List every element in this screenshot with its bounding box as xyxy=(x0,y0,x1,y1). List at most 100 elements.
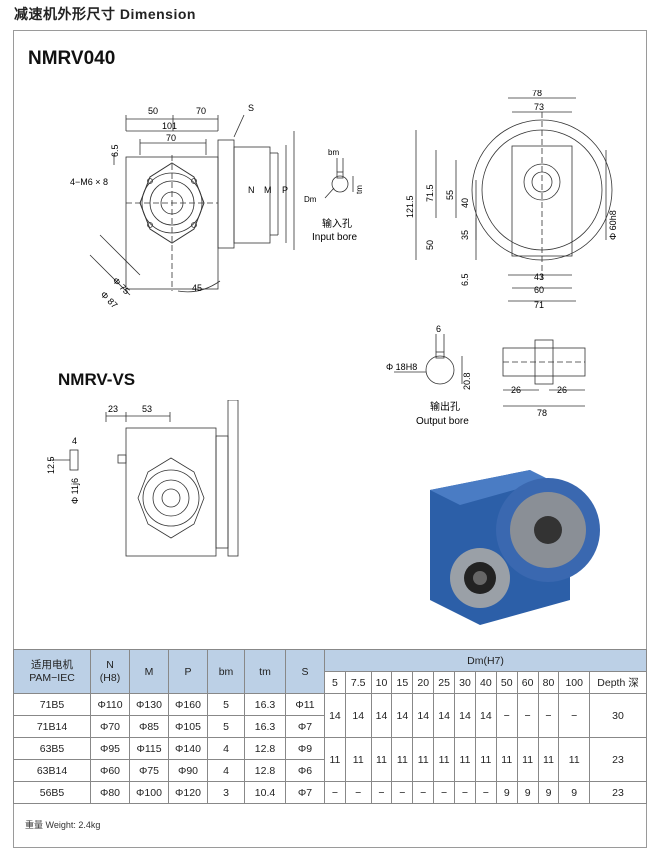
header-bm: bm xyxy=(207,649,245,694)
dim-s: S xyxy=(248,103,254,113)
cell-tm: 16.3 xyxy=(244,693,286,716)
cell-motor: 63B14 xyxy=(13,759,91,782)
dim-26-left: 26 xyxy=(511,385,521,395)
cell-n: Φ60 xyxy=(90,759,130,782)
dim-60: 60 xyxy=(534,285,544,295)
cell-s: Φ9 xyxy=(285,737,325,760)
dim-50-side: 50 xyxy=(425,240,435,250)
output-bore-cn: 输出孔 xyxy=(430,400,460,413)
front-view-drawing: 50 70 101 70 6.5 4−M6 × 8 Φ 75 Φ 87 45 S… xyxy=(70,103,295,310)
dim-20-8: 20.8 xyxy=(462,372,472,390)
input-bore-en: Input bore xyxy=(312,232,357,243)
cell-dm: 11 xyxy=(558,737,590,782)
cell-dm: 11 xyxy=(495,737,518,782)
cell-dm: 14 xyxy=(391,693,414,738)
ratio-header: 50 xyxy=(495,671,518,694)
dim-71-5: 71.5 xyxy=(425,184,435,202)
cell-dm: 14 xyxy=(433,693,456,738)
cell-dm: 9 xyxy=(516,781,539,804)
cell-motor: 63B5 xyxy=(13,737,91,760)
cell-dm: − xyxy=(454,781,476,804)
input-bore-cn: 输入孔 xyxy=(322,217,352,230)
depth-header: Depth 深 xyxy=(589,671,647,694)
header-dm: Dm(H7) xyxy=(324,649,647,672)
cell-bm: 3 xyxy=(207,781,245,804)
dim-23: 23 xyxy=(108,404,118,414)
cell-tm: 12.8 xyxy=(244,737,286,760)
cell-dm: − xyxy=(433,781,456,804)
cell-m: Φ85 xyxy=(129,715,169,738)
cell-dm: − xyxy=(412,781,435,804)
cell-motor: 71B14 xyxy=(13,715,91,738)
cell-tm: 10.4 xyxy=(244,781,286,804)
cell-dm: 11 xyxy=(370,737,393,782)
ratio-header: 80 xyxy=(537,671,560,694)
header-s: S xyxy=(285,649,325,694)
dim-6-5: 6.5 xyxy=(110,144,120,157)
cell-dm: 14 xyxy=(454,693,476,738)
cell-dm: − xyxy=(324,781,346,804)
cell-dm: 14 xyxy=(344,693,372,738)
cell-n: Φ80 xyxy=(90,781,130,804)
dim-dm: Dm xyxy=(304,195,317,204)
cell-dm: 9 xyxy=(558,781,590,804)
cell-dm: 11 xyxy=(412,737,435,782)
cell-dm: − xyxy=(344,781,372,804)
cell-motor: 71B5 xyxy=(13,693,91,716)
cell-dm: 11 xyxy=(433,737,456,782)
cell-n: Φ110 xyxy=(90,693,130,716)
dim-101: 101 xyxy=(162,121,177,131)
drawing-frame xyxy=(13,30,647,848)
dim-70-top: 70 xyxy=(196,106,206,116)
dim-55: 55 xyxy=(445,190,455,200)
cell-p: Φ105 xyxy=(168,715,208,738)
cell-depth: 30 xyxy=(589,693,647,738)
vs-view-drawing: 23 53 4 12.5 Φ 11j6 xyxy=(46,400,239,557)
cell-p: Φ160 xyxy=(168,693,208,716)
ratio-header: 5 xyxy=(324,671,346,694)
model-title-vs: NMRV-VS xyxy=(58,370,136,389)
dim-70: 70 xyxy=(166,133,176,143)
cell-bm: 4 xyxy=(207,737,245,760)
gearbox-photo xyxy=(430,470,600,625)
dim-6-5-side: 6.5 xyxy=(460,273,470,286)
dim-6: 6 xyxy=(436,324,441,334)
header-motor-cn: 适用电机 xyxy=(31,658,73,671)
hole-spec: 4−M6 × 8 xyxy=(70,177,108,187)
model-title-main: NMRV040 xyxy=(28,48,116,69)
cell-m: Φ100 xyxy=(129,781,169,804)
cell-dm: 14 xyxy=(324,693,346,738)
cell-dm: 9 xyxy=(537,781,560,804)
dim-50: 50 xyxy=(148,106,158,116)
cell-bm: 5 xyxy=(207,715,245,738)
cell-dm: − xyxy=(537,693,560,738)
table-row: 63B5 Φ95 Φ115 Φ140 4 12.8 Φ9 11 11 11 11… xyxy=(13,737,647,782)
ratio-header: 15 xyxy=(391,671,414,694)
cell-dm: − xyxy=(391,781,414,804)
input-bore-drawing: bm tm Dm 输入孔 Input bore xyxy=(304,148,364,243)
dim-45: 45 xyxy=(192,283,202,293)
cell-n: Φ95 xyxy=(90,737,130,760)
dim-26-right: 26 xyxy=(557,385,567,395)
cell-dm: 14 xyxy=(412,693,435,738)
cell-m: Φ75 xyxy=(129,759,169,782)
cell-dm: 11 xyxy=(516,737,539,782)
cell-s: Φ7 xyxy=(285,781,325,804)
output-shaft-drawing: 26 26 78 xyxy=(502,339,586,418)
dim-p: P xyxy=(282,185,288,195)
table-row: 56B5 Φ80 Φ100 Φ120 3 10.4 Φ7 − − − − − −… xyxy=(13,781,647,804)
dim-73: 73 xyxy=(534,102,544,112)
ratio-header: 30 xyxy=(454,671,476,694)
cell-dm: − xyxy=(370,781,393,804)
dim-phi-18h8: Φ 18H8 xyxy=(386,362,417,372)
cell-s: Φ6 xyxy=(285,759,325,782)
cell-depth: 23 xyxy=(589,737,647,782)
cell-depth: 23 xyxy=(589,781,647,804)
cell-s: Φ7 xyxy=(285,715,325,738)
cell-dm: − xyxy=(516,693,539,738)
cell-bm: 4 xyxy=(207,759,245,782)
cell-dm: 14 xyxy=(474,693,497,738)
cell-s: Φ11 xyxy=(285,693,325,716)
